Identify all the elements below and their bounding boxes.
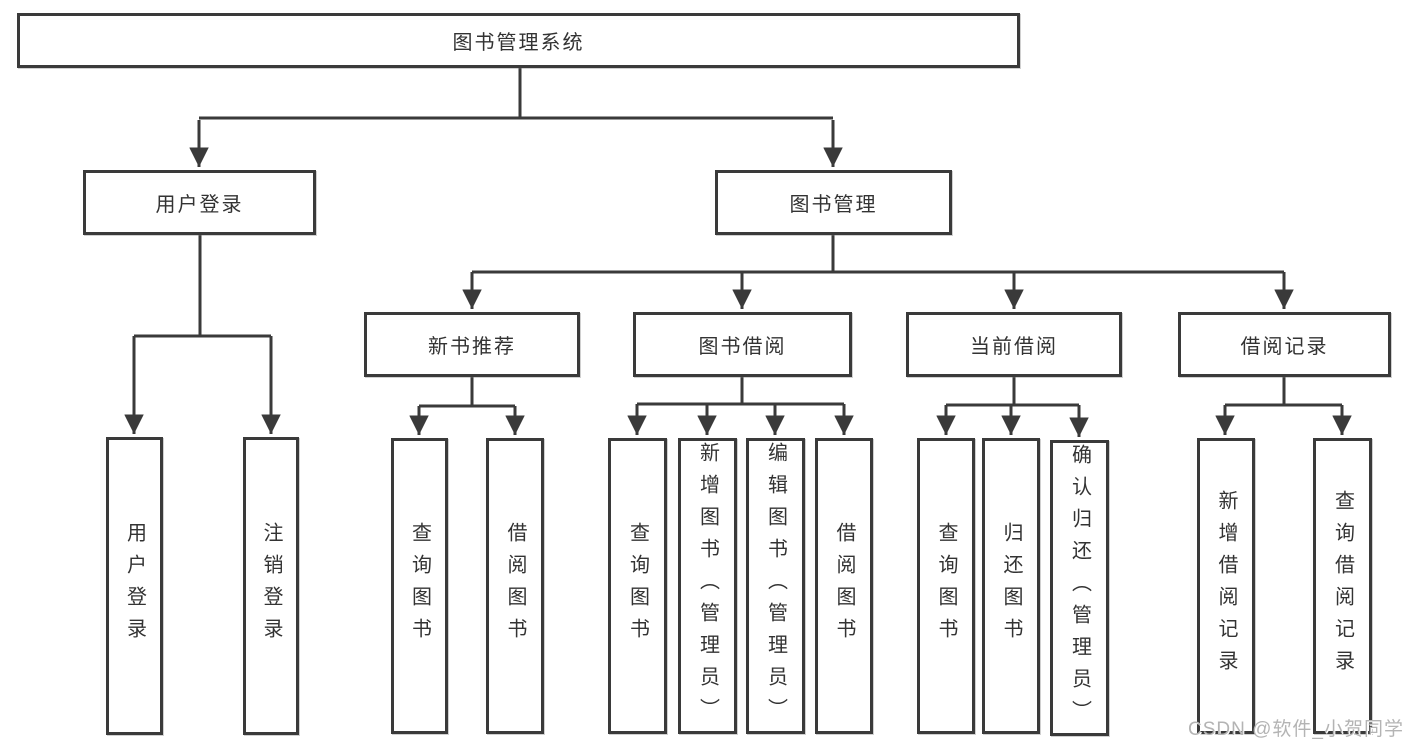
leaf-borrow-borrow-books: 借阅图书 bbox=[815, 438, 873, 734]
leaf-newrec-borrow-books: 借阅图书 bbox=[486, 438, 544, 734]
node-user-login: 用户登录 bbox=[83, 170, 316, 235]
node-new-book-recommend: 新书推荐 bbox=[364, 312, 580, 377]
node-user-login-label: 用户登录 bbox=[155, 194, 244, 216]
leaf-current-return-books-label: 归还图书 bbox=[1000, 522, 1022, 650]
node-current-borrow: 当前借阅 bbox=[906, 312, 1122, 377]
node-new-book-recommend-label: 新书推荐 bbox=[428, 336, 516, 358]
node-book-borrow-label: 图书借阅 bbox=[698, 336, 787, 358]
node-book-management: 图书管理 bbox=[715, 170, 952, 235]
node-borrow-records: 借阅记录 bbox=[1178, 312, 1391, 377]
leaf-records-query-record: 查询借阅记录 bbox=[1313, 438, 1372, 734]
leaf-logout-label: 注销登录 bbox=[260, 522, 282, 650]
leaf-current-query-books-label: 查询图书 bbox=[935, 522, 957, 650]
node-root: 图书管理系统 bbox=[17, 13, 1020, 68]
leaf-newrec-query-books-label: 查询图书 bbox=[408, 522, 431, 650]
node-current-borrow-label: 当前借阅 bbox=[970, 336, 1058, 358]
node-root-label: 图书管理系统 bbox=[452, 32, 585, 54]
leaf-borrow-borrow-books-label: 借阅图书 bbox=[833, 522, 855, 650]
leaf-borrow-edit-books-admin: 编辑图书（管理员） bbox=[746, 438, 805, 734]
leaf-records-add-record-label: 新增借阅记录 bbox=[1215, 490, 1237, 682]
node-book-borrow: 图书借阅 bbox=[633, 312, 852, 377]
leaf-newrec-borrow-books-label: 借阅图书 bbox=[504, 522, 526, 650]
leaf-user-login: 用户登录 bbox=[106, 437, 163, 735]
node-borrow-records-label: 借阅记录 bbox=[1240, 336, 1329, 358]
leaf-borrow-edit-books-admin-label: 编辑图书（管理员） bbox=[764, 442, 787, 730]
leaf-newrec-query-books: 查询图书 bbox=[391, 438, 448, 734]
leaf-borrow-query-books-label: 查询图书 bbox=[626, 522, 649, 650]
leaf-current-confirm-return-admin-label: 确认归还（管理员） bbox=[1068, 444, 1091, 732]
leaf-current-return-books: 归还图书 bbox=[982, 438, 1040, 734]
leaf-borrow-query-books: 查询图书 bbox=[608, 438, 667, 734]
leaf-logout: 注销登录 bbox=[243, 437, 299, 735]
leaf-user-login-label: 用户登录 bbox=[123, 522, 146, 650]
leaf-borrow-add-books-admin-label: 新增图书（管理员） bbox=[696, 442, 719, 730]
leaf-current-confirm-return-admin: 确认归还（管理员） bbox=[1050, 440, 1109, 736]
leaf-records-add-record: 新增借阅记录 bbox=[1197, 438, 1255, 734]
leaf-records-query-record-label: 查询借阅记录 bbox=[1331, 490, 1354, 682]
leaf-current-query-books: 查询图书 bbox=[917, 438, 975, 734]
csdn-watermark: CSDN @软件_小贺同学 bbox=[1188, 719, 1404, 740]
leaf-borrow-add-books-admin: 新增图书（管理员） bbox=[678, 438, 737, 734]
node-book-management-label: 图书管理 bbox=[789, 194, 878, 216]
